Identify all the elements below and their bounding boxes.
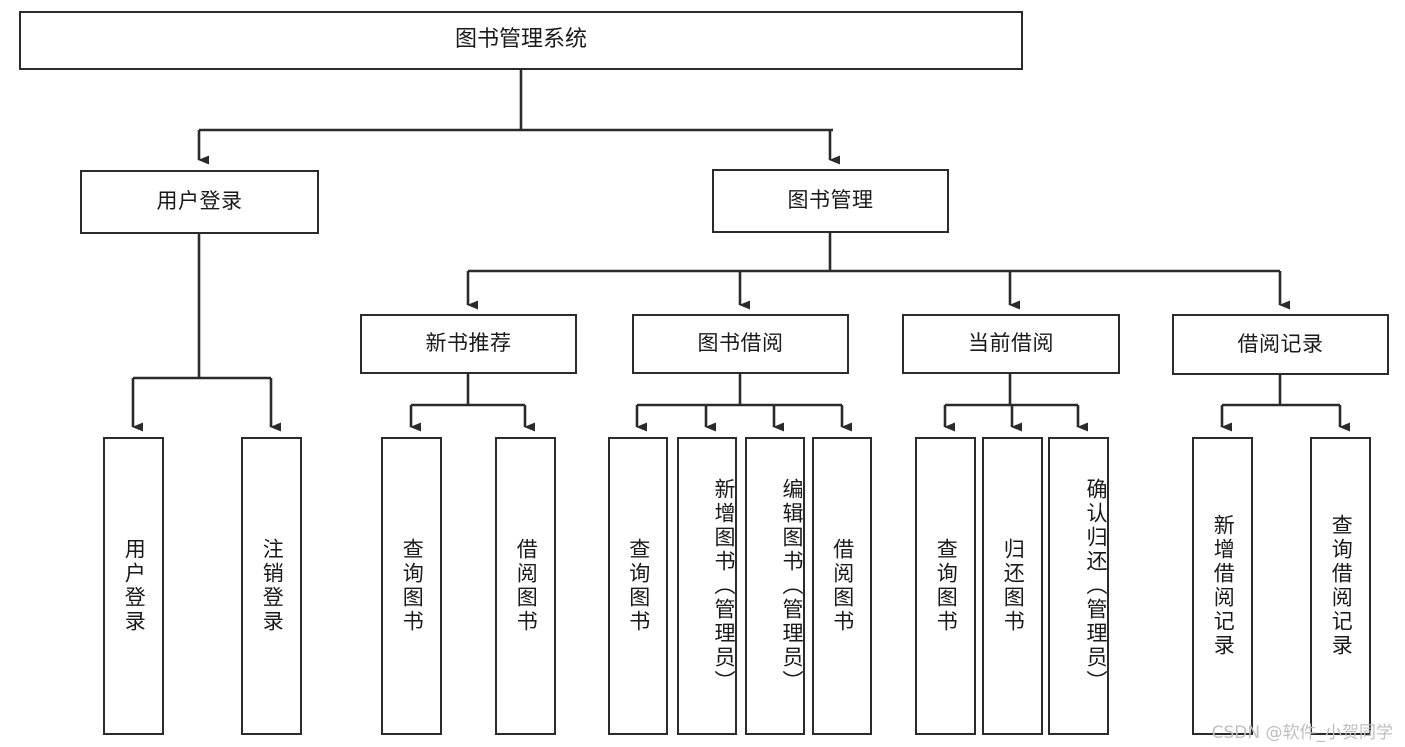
node-new-book-recommend[interactable]: 新书推荐	[360, 314, 577, 374]
node-root-book-management-system[interactable]: 图书管理系统	[19, 11, 1023, 70]
node-leaf-query-borrow-record-label: 查询借阅记录	[1329, 514, 1354, 658]
node-leaf-return-book[interactable]: 归还图书	[982, 437, 1043, 735]
node-leaf-query-book-1[interactable]: 查询图书	[381, 437, 442, 735]
node-leaf-confirm-return-label: 确认归还（管理员）	[1084, 478, 1108, 694]
node-leaf-add-borrow-record-label: 新增借阅记录	[1211, 514, 1236, 658]
node-leaf-user-login[interactable]: 用户登录	[103, 437, 164, 735]
node-borrow-record[interactable]: 借阅记录	[1172, 314, 1389, 375]
node-leaf-borrow-book-1-label: 借阅图书	[514, 538, 539, 634]
node-leaf-edit-book[interactable]: 编辑图书（管理员）	[745, 437, 805, 735]
node-leaf-return-book-label: 归还图书	[1001, 538, 1026, 634]
node-book-management[interactable]: 图书管理	[712, 169, 949, 233]
node-leaf-add-book-label: 新增图书（管理员）	[712, 478, 736, 694]
node-leaf-query-book-2-label: 查询图书	[626, 538, 651, 634]
node-leaf-query-book-2[interactable]: 查询图书	[608, 437, 668, 735]
node-leaf-add-borrow-record[interactable]: 新增借阅记录	[1192, 437, 1253, 735]
csdn-watermark: CSDN @软件_小贺同学	[1211, 723, 1393, 743]
node-user-login[interactable]: 用户登录	[80, 170, 319, 234]
node-current-borrow[interactable]: 当前借阅	[902, 314, 1120, 374]
node-leaf-query-book-3[interactable]: 查询图书	[915, 437, 976, 735]
node-leaf-borrow-book-1[interactable]: 借阅图书	[495, 437, 556, 735]
node-leaf-add-book[interactable]: 新增图书（管理员）	[677, 437, 737, 735]
node-leaf-query-book-3-label: 查询图书	[934, 538, 959, 634]
node-leaf-edit-book-label: 编辑图书（管理员）	[780, 478, 804, 694]
node-leaf-query-book-1-label: 查询图书	[400, 538, 425, 634]
node-leaf-query-borrow-record[interactable]: 查询借阅记录	[1310, 437, 1371, 735]
node-leaf-logout-login-label: 注销登录	[260, 538, 285, 634]
node-leaf-user-login-label: 用户登录	[122, 538, 147, 634]
node-leaf-confirm-return[interactable]: 确认归还（管理员）	[1048, 437, 1109, 735]
node-leaf-logout-login[interactable]: 注销登录	[241, 437, 302, 735]
node-book-borrow[interactable]: 图书借阅	[632, 314, 849, 374]
node-leaf-borrow-book-2-label: 借阅图书	[830, 538, 855, 634]
node-leaf-borrow-book-2[interactable]: 借阅图书	[812, 437, 872, 735]
